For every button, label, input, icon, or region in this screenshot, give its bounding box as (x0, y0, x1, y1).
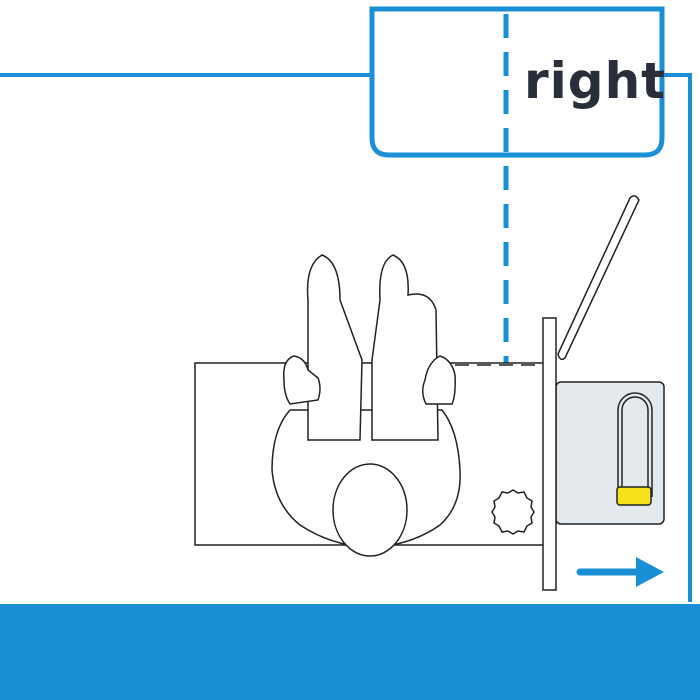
person-head (332, 463, 408, 557)
lever (557, 195, 640, 361)
person-figure (271, 254, 461, 557)
person-hand-left (282, 355, 321, 405)
frame-line (0, 73, 692, 602)
knob (491, 489, 535, 535)
arrow-right-icon (576, 557, 664, 587)
person-leg-left (306, 254, 363, 441)
handle (617, 392, 653, 497)
handle-yellow-grip (616, 486, 652, 506)
handle-inner (621, 396, 649, 490)
floor-band (0, 604, 700, 700)
direction-label: right (524, 52, 667, 110)
label-box (369, 6, 665, 158)
board (542, 317, 557, 591)
person-leg-right (371, 254, 439, 441)
person-hand-right (422, 355, 456, 405)
